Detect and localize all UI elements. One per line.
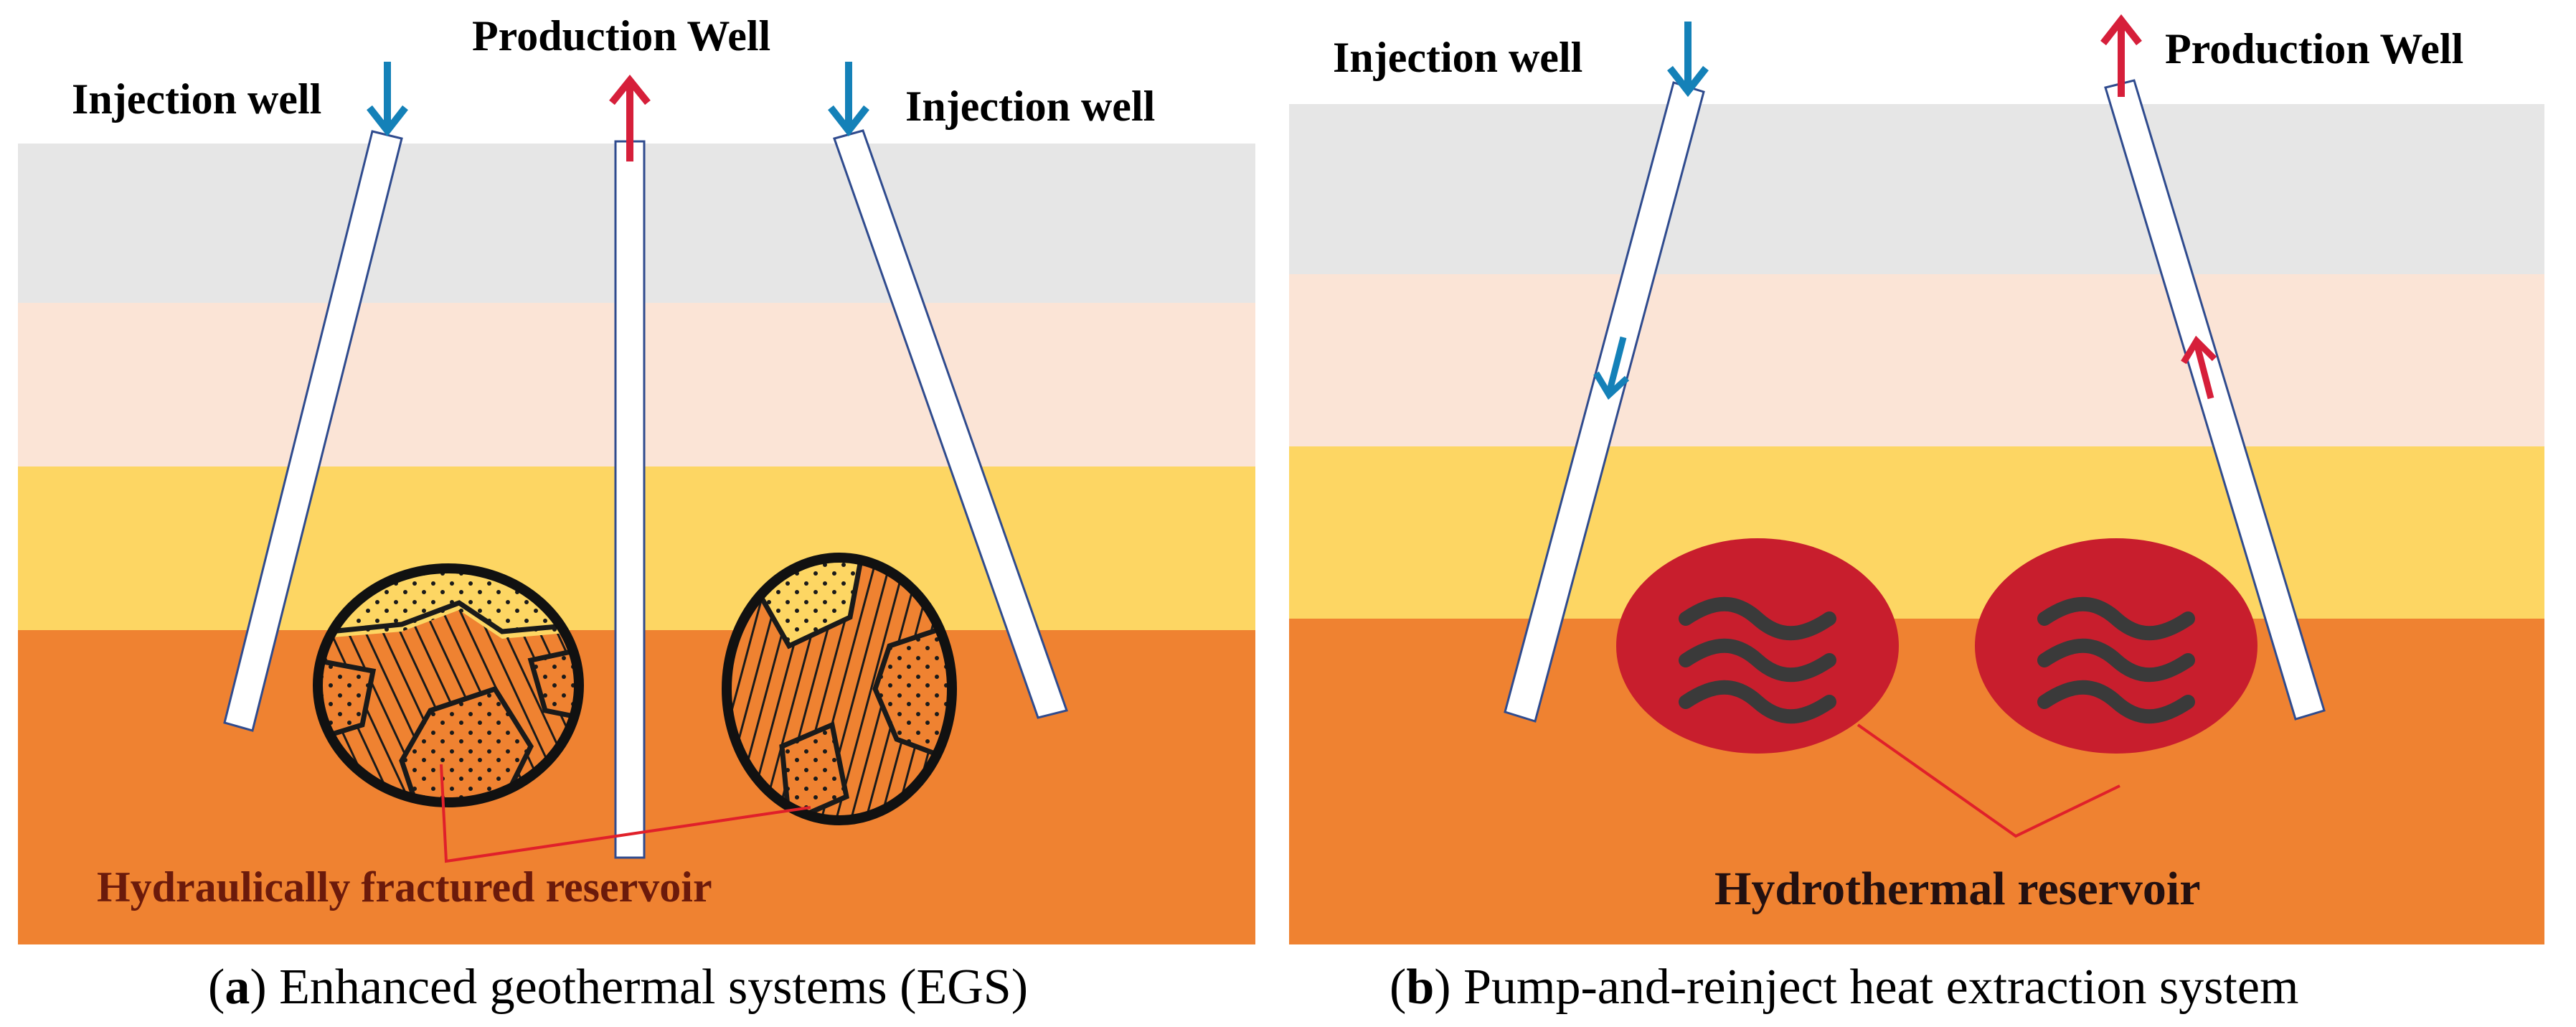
heat-wave-icon <box>1679 596 1836 641</box>
injection-well-label-left: Injection well <box>72 75 321 123</box>
hydrothermal-reservoir-left <box>1616 538 1899 754</box>
caption-a-letter: a <box>225 960 250 1015</box>
caption-b-letter: b <box>1406 960 1434 1015</box>
heat-wave-icon <box>1679 638 1836 683</box>
injection-well-label-right: Injection well <box>905 83 1155 130</box>
reservoir-leader-b <box>1856 723 2120 838</box>
injection-well-left <box>223 130 403 732</box>
production-well-a <box>614 140 646 859</box>
flow-arrow-down-icon <box>1593 336 1630 400</box>
injection-well-right <box>833 129 1068 719</box>
flow-arrow-up-icon <box>2181 335 2217 400</box>
reservoir-leader-a <box>440 764 811 863</box>
stratum-orange <box>1289 619 2544 944</box>
injection-arrow-left <box>367 62 408 137</box>
production-well-label-b: Production Well <box>2165 25 2463 72</box>
stratum-gray <box>1289 104 2544 274</box>
hydrothermal-reservoir-right <box>1975 538 2257 754</box>
panel-b-strata <box>1289 104 2544 944</box>
heat-wave-icon <box>2037 596 2195 641</box>
panel-a-enhanced-geothermal: Injection well Production Well Injection… <box>18 12 1255 944</box>
heat-wave-icon <box>1679 680 1836 724</box>
stratum-peach <box>1289 274 2544 446</box>
panel-b-pump-reinject: Injection well Production Well Hydrother… <box>1289 14 2544 944</box>
heat-wave-icon <box>2037 680 2195 724</box>
fractured-reservoir-label: Hydraulically fractured reservoir <box>97 863 712 911</box>
injection-arrow-right <box>828 62 869 137</box>
caption-a-text: Enhanced geothermal systems (EGS) <box>267 960 1028 1015</box>
stratum-yellow <box>1289 446 2544 619</box>
production-arrow-b <box>2100 14 2142 97</box>
caption-a: (a) Enhanced geothermal systems (EGS) <box>208 960 1028 1015</box>
fractured-reservoir-right <box>722 553 957 825</box>
injection-well-label-b: Injection well <box>1333 34 1582 81</box>
injection-arrow-b <box>1667 22 1709 98</box>
hydrothermal-reservoir-label: Hydrothermal reservoir <box>1714 863 2201 915</box>
heat-wave-icon <box>2037 638 2195 683</box>
caption-b-text: Pump-and-reinject heat extraction system <box>1451 960 2299 1015</box>
caption-b: (b) Pump-and-reinject heat extraction sy… <box>1390 960 2298 1015</box>
production-well-label-a: Production Well <box>472 12 770 60</box>
production-arrow-a <box>609 75 651 161</box>
fractured-reservoir-left <box>313 563 584 807</box>
